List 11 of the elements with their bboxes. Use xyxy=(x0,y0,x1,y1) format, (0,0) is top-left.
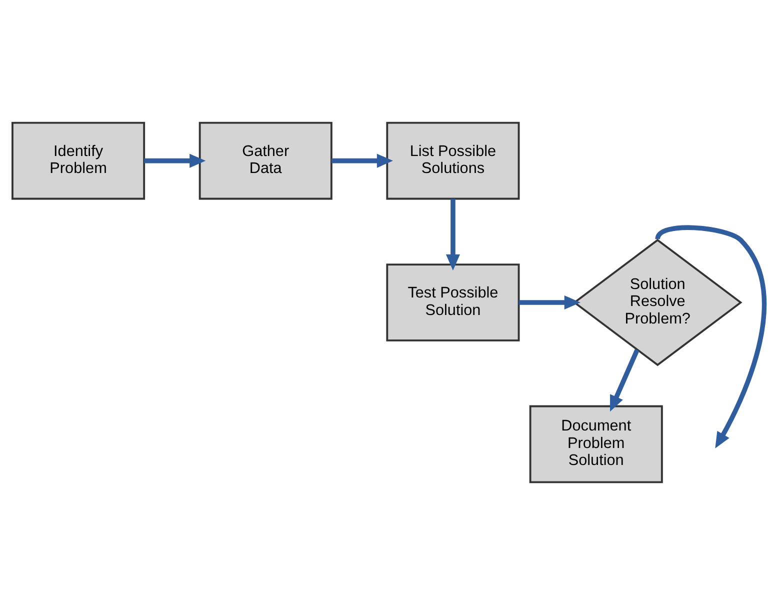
node-box: Identify Problem xyxy=(12,121,146,200)
arrow xyxy=(446,198,460,270)
node-box: List Possible Solutions xyxy=(386,121,520,200)
node-box: Gather Data xyxy=(198,121,332,200)
node-box: Test Possible Solution xyxy=(386,263,520,341)
arrow xyxy=(144,153,206,168)
arrow xyxy=(610,348,640,412)
arrow xyxy=(655,224,766,448)
arrow xyxy=(518,294,580,310)
arrow xyxy=(331,153,393,168)
node-box: Document Problem Solution xyxy=(529,404,663,483)
